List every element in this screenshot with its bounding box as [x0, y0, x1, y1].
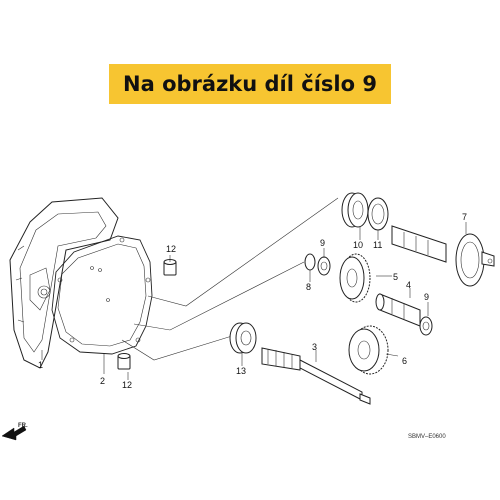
callout-3: 3 — [312, 342, 317, 352]
callout-2: 2 — [100, 376, 105, 386]
part-12-dowel-pin-lower — [117, 353, 131, 370]
callout-7: 7 — [462, 212, 467, 222]
part-11-oil-seal — [367, 197, 389, 231]
part-3-drive-shaft — [261, 347, 371, 405]
callout-13: 13 — [236, 366, 246, 376]
callout-8: 8 — [306, 282, 311, 292]
callout-9-lower: 9 — [424, 292, 429, 302]
front-arrow-icon: FR. — [1, 423, 28, 441]
part-13-bearing — [229, 322, 257, 354]
part-1-case-cover — [9, 197, 119, 369]
part-8-washer — [304, 253, 316, 271]
callout-10: 10 — [353, 240, 363, 250]
part-2-gasket — [51, 235, 153, 355]
part-9-washer-upper — [317, 256, 331, 276]
callout-5: 5 — [393, 272, 398, 282]
callout-12-lower: 12 — [122, 380, 132, 390]
callout-6: 6 — [402, 356, 407, 366]
part-10-bearing — [341, 192, 369, 228]
front-marker-label: FR. — [18, 423, 28, 429]
part-6-gear — [348, 325, 389, 375]
callout-1: 1 — [38, 360, 43, 370]
part-4-countershaft — [375, 293, 421, 327]
part-5-gear — [339, 253, 371, 303]
callout-leaders — [41, 222, 467, 380]
callout-11: 11 — [373, 240, 382, 250]
part-9-washer-lower — [419, 316, 433, 336]
callout-9-upper: 9 — [320, 238, 325, 248]
callout-12-upper: 12 — [166, 244, 176, 254]
part-number-banner: Na obrázku díl číslo 9 — [109, 64, 391, 104]
part-7-final-shaft — [391, 225, 495, 287]
callout-4: 4 — [406, 280, 411, 290]
assembly-leader-lines — [121, 197, 339, 361]
diagram-code: SBMV–E0600 — [408, 434, 446, 440]
banner-text: Na obrázku díl číslo 9 — [123, 72, 377, 96]
